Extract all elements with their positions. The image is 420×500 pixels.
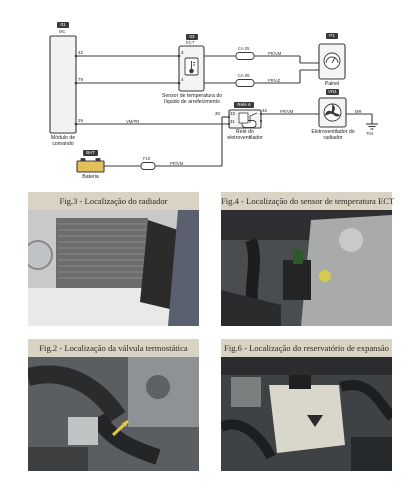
relay-pin-32: 32 bbox=[262, 108, 267, 113]
figure-radiator: Fig.3 - Localização do radiador bbox=[28, 192, 199, 326]
ect-sensor-photo bbox=[221, 210, 392, 326]
ecu-label: Módulo de comando bbox=[50, 135, 76, 148]
figure-title: Fig.4 - Localização do sensor de tempera… bbox=[221, 192, 394, 210]
radiator-photo bbox=[28, 210, 199, 326]
ecu-module-box bbox=[49, 35, 77, 134]
panel-tag: P1 bbox=[326, 33, 338, 39]
connector-label-bottom: CA 05 bbox=[238, 73, 250, 78]
battery-box bbox=[76, 160, 105, 173]
relay-pin-31: 31 bbox=[230, 119, 235, 124]
battery-icon bbox=[80, 158, 101, 162]
wire-color-5: PR/VM bbox=[170, 161, 184, 166]
ecu-tag: 01 bbox=[57, 22, 69, 28]
fuse-f15 bbox=[140, 162, 156, 170]
relay-tag: Relé 6 bbox=[234, 102, 254, 108]
sensor-tag: 03 bbox=[186, 34, 198, 40]
relay-pin-30: 30 bbox=[215, 111, 220, 116]
battery-label: Bateria bbox=[82, 174, 99, 180]
wire-color-3: PR/VM bbox=[280, 109, 294, 114]
thermostat-valve-photo bbox=[28, 357, 199, 471]
relay-pin-33: 33 bbox=[230, 111, 235, 116]
ecu-pin-79: 79 bbox=[78, 77, 83, 82]
gauge-icon bbox=[323, 52, 341, 70]
sensor-label: Sensor de temperatura do líquido de arre… bbox=[161, 93, 223, 106]
connector-label-top: CA 05 bbox=[238, 46, 250, 51]
fan-icon bbox=[323, 103, 342, 122]
expansion-reservoir-photo bbox=[221, 357, 392, 471]
fan-tag: VN1 bbox=[326, 89, 339, 95]
wiring-diagram-lines bbox=[49, 35, 378, 173]
ground-label: T04 bbox=[366, 131, 374, 136]
relay-switch-icon bbox=[238, 112, 258, 124]
thermometer-icon bbox=[184, 57, 199, 76]
ecu-pin-42: 42 bbox=[78, 50, 83, 55]
wire-color-1: PR/VM bbox=[268, 51, 282, 56]
wire-color-6: MR bbox=[355, 109, 362, 114]
figure-expansion-reservoir: Fig.6 - Localização do reservatório de e… bbox=[221, 339, 392, 471]
sensor-pin-4: 4 bbox=[181, 77, 184, 82]
figure-thermostat-valve: Fig.2 - Localização da válvula termostát… bbox=[28, 339, 199, 471]
wire-color-2: PR/AZ bbox=[268, 78, 281, 83]
fan-label: Eletroventilador do radiador bbox=[311, 129, 355, 142]
connector-ca05-top bbox=[235, 52, 255, 60]
sensor-pin-3: 3 bbox=[181, 50, 184, 55]
figure-title: Fig.3 - Localização do radiador bbox=[28, 192, 199, 210]
wiring-diagram: 01 MC 42 79 29 Módulo de comando 03 ECT … bbox=[0, 0, 420, 190]
ecu-code: MC bbox=[59, 29, 66, 34]
sensor-code: ECT bbox=[186, 40, 195, 45]
ecu-pin-29: 29 bbox=[78, 118, 83, 123]
figure-title: Fig.6 - Localização do reservatório de e… bbox=[221, 339, 392, 357]
panel-label: Painel bbox=[324, 81, 340, 87]
battery-tag: BAT bbox=[83, 150, 98, 156]
wire-color-4: VM/PR bbox=[126, 119, 140, 124]
relay-label: Relé do eletroventilador bbox=[227, 129, 263, 142]
figure-title: Fig.2 - Localização da válvula termostát… bbox=[28, 339, 199, 357]
fuse-label: F15 bbox=[143, 156, 151, 161]
figure-ect-sensor: Fig.4 - Localização do sensor de tempera… bbox=[221, 192, 394, 326]
connector-ca05-bottom bbox=[235, 79, 255, 87]
